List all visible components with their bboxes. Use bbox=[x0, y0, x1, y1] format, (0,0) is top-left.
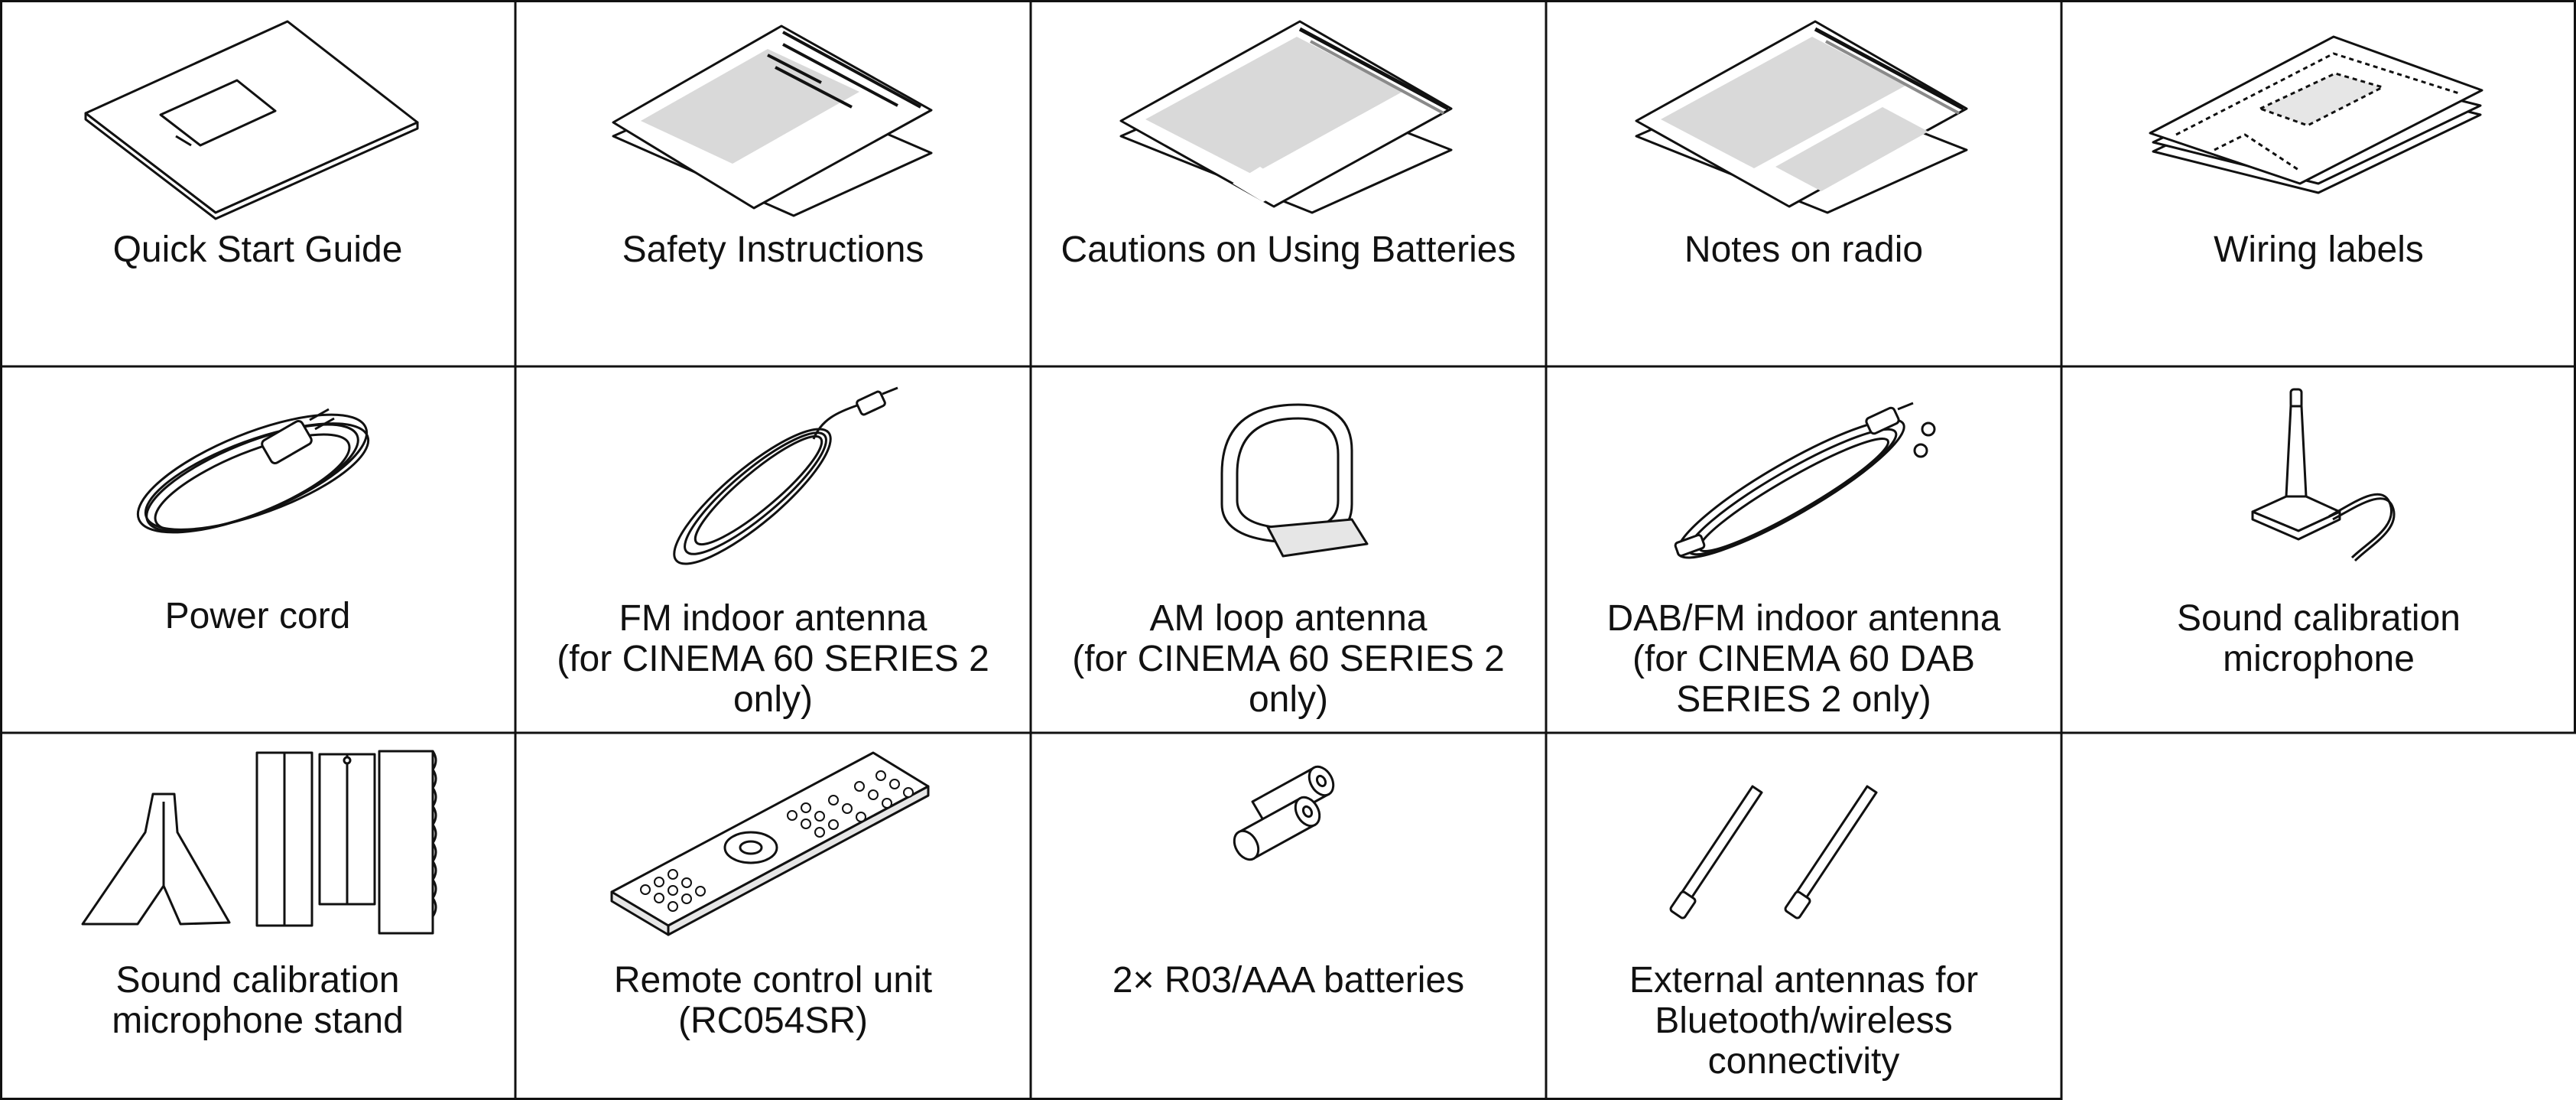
quick-start-guide-illustration bbox=[84, 20, 419, 220]
dab-fm-indoor-antenna-illustration bbox=[1674, 402, 1936, 559]
wiring-labels-caption: Wiring labels bbox=[2214, 229, 2424, 270]
cell-power-cord: Power cord bbox=[0, 366, 515, 733]
wiring-labels-illustration bbox=[2149, 35, 2483, 194]
dab-fm-indoor-antenna-caption: DAB/FM indoor antenna (for CINEMA 60 DAB… bbox=[1606, 598, 2001, 720]
notes-on-radio-illustration bbox=[1635, 20, 1968, 214]
cell-remote-control-unit: Remote control unit (RC054SR) bbox=[515, 733, 1031, 1100]
cell-microphone-stand: Sound calibration microphone stand bbox=[0, 733, 515, 1100]
cell-batteries: 2× R03/AAA batteries bbox=[1031, 733, 1546, 1100]
microphone-stand-caption: Sound calibration microphone stand bbox=[112, 960, 404, 1041]
cell-am-loop-antenna: AM loop antenna (for CINEMA 60 SERIES 2 … bbox=[1031, 366, 1546, 733]
microphone-stand-illustration bbox=[81, 750, 437, 935]
cell-notes-on-radio: Notes on radio bbox=[1546, 0, 2061, 366]
cell-fm-indoor-antenna: FM indoor antenna (for CINEMA 60 SERIES … bbox=[515, 366, 1031, 733]
sound-calibration-microphone-illustration bbox=[2251, 388, 2396, 562]
remote-control-unit-caption: Remote control unit (RC054SR) bbox=[613, 960, 933, 1041]
batteries-illustration bbox=[1233, 765, 1335, 861]
cautions-batteries-illustration bbox=[1119, 20, 1453, 214]
cell-cautions-batteries: Cautions on Using Batteries bbox=[1031, 0, 1546, 366]
quick-start-guide-caption: Quick Start Guide bbox=[112, 229, 403, 270]
sound-calibration-microphone-caption: Sound calibration microphone bbox=[2177, 598, 2461, 679]
notes-on-radio-caption: Notes on radio bbox=[1684, 229, 1924, 270]
batteries-caption: 2× R03/AAA batteries bbox=[1112, 960, 1465, 1001]
cell-safety-instructions: Safety Instructions bbox=[515, 0, 1031, 366]
cell-quick-start-guide: Quick Start Guide bbox=[0, 0, 515, 366]
fm-indoor-antenna-illustration bbox=[673, 386, 898, 565]
safety-instructions-caption: Safety Instructions bbox=[622, 229, 924, 270]
external-antennas-caption: External antennas for Bluetooth/wireless… bbox=[1629, 960, 1979, 1082]
fm-indoor-antenna-caption: FM indoor antenna (for CINEMA 60 SERIES … bbox=[557, 598, 989, 720]
cell-wiring-labels: Wiring labels bbox=[2061, 0, 2576, 366]
remote-control-unit-illustration bbox=[610, 751, 930, 936]
am-loop-antenna-caption: AM loop antenna (for CINEMA 60 SERIES 2 … bbox=[1072, 598, 1505, 720]
am-loop-antenna-illustration bbox=[1220, 403, 1369, 558]
cell-dab-fm-indoor-antenna: DAB/FM indoor antenna (for CINEMA 60 DAB… bbox=[1546, 366, 2061, 733]
safety-instructions-illustration bbox=[612, 24, 933, 217]
cell-external-antennas: External antennas for Bluetooth/wireless… bbox=[1546, 733, 2061, 1100]
cautions-batteries-caption: Cautions on Using Batteries bbox=[1061, 229, 1516, 270]
power-cord-illustration bbox=[136, 408, 370, 534]
cell-sound-calibration-microphone: Sound calibration microphone bbox=[2061, 366, 2576, 733]
power-cord-caption: Power cord bbox=[164, 596, 351, 636]
external-antennas-illustration bbox=[1669, 785, 1878, 919]
